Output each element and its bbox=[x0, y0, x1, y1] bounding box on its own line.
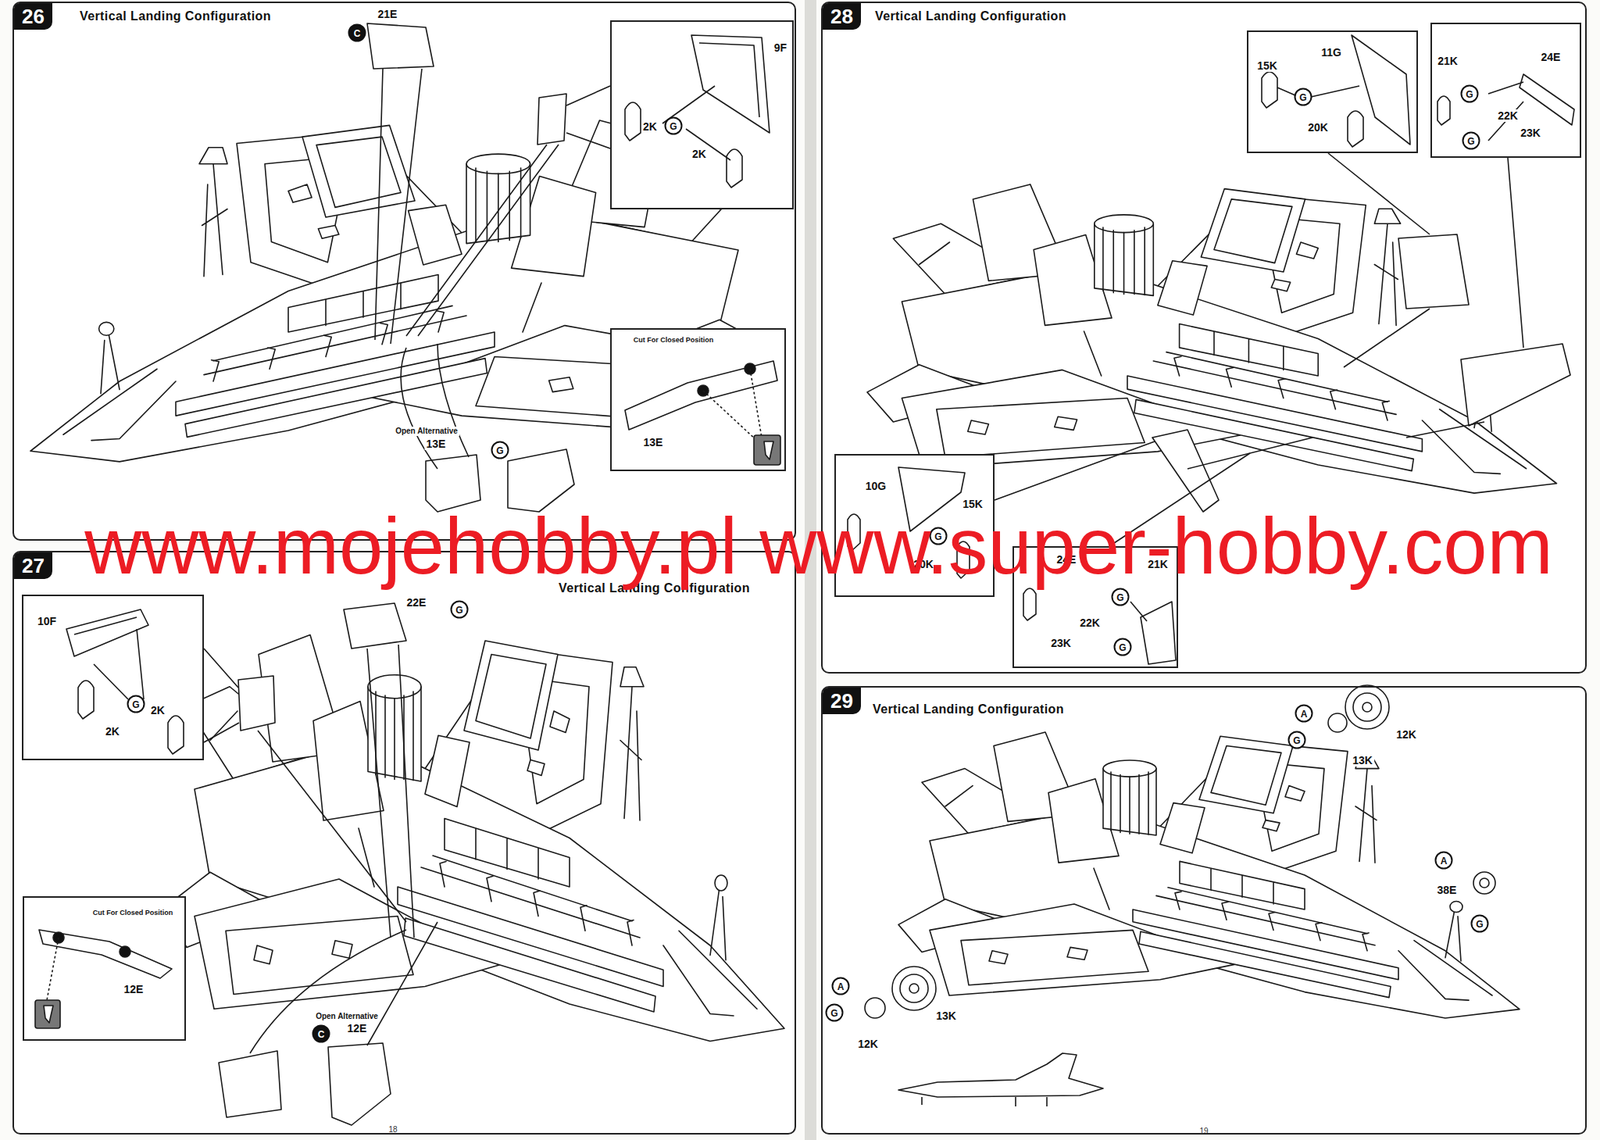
note-text: Open Alternative bbox=[314, 1011, 380, 1022]
assembly-letter: A bbox=[1435, 851, 1454, 870]
step-title: Vertical Landing Configuration bbox=[872, 703, 1065, 716]
assembly-letter: G bbox=[1288, 731, 1307, 750]
assembly-letter: G bbox=[1114, 638, 1133, 657]
part-number: 12K bbox=[1394, 728, 1418, 741]
part-number: 13K bbox=[934, 1009, 958, 1022]
part-number: 13E bbox=[425, 437, 448, 450]
part-number: 12E bbox=[122, 982, 146, 996]
page-number: 19 bbox=[1199, 1127, 1208, 1136]
step-number: 26 bbox=[14, 3, 53, 30]
step-panel: 29Vertical Landing Configuration bbox=[821, 685, 1587, 1135]
part-number: 10G bbox=[864, 479, 888, 493]
assembly-letter: G bbox=[1294, 88, 1313, 107]
assembly-letter: G bbox=[1462, 132, 1481, 150]
assembly-letter: G bbox=[1471, 914, 1490, 933]
detail-inset: 10FG2K2K bbox=[21, 594, 204, 761]
step-number: 29 bbox=[822, 687, 861, 715]
assembly-letter: C bbox=[312, 1025, 331, 1043]
part-number: 23K bbox=[1049, 636, 1073, 650]
part-number: 11G bbox=[1319, 46, 1343, 59]
step-title: Vertical Landing Configuration bbox=[875, 10, 1067, 23]
part-number: 2K bbox=[103, 725, 122, 738]
detail-inset: Cut For Closed Position 12E bbox=[22, 896, 186, 1041]
part-number: 22K bbox=[1078, 616, 1102, 629]
note-text: Open Alternative bbox=[393, 426, 460, 436]
assembly-letter: A bbox=[1295, 704, 1314, 723]
assembly-letter: G bbox=[491, 441, 510, 460]
part-number: 21K bbox=[1435, 54, 1460, 68]
detail-inset: 15K 11G G 20K bbox=[1246, 30, 1418, 154]
part-number: 24E bbox=[1539, 50, 1563, 64]
assembly-letter: G bbox=[1460, 85, 1479, 104]
part-number: 13E bbox=[642, 435, 665, 449]
part-number: 13K bbox=[1350, 753, 1375, 767]
page-number: 18 bbox=[388, 1125, 397, 1134]
detail-inset: 9F 2K G 2K bbox=[610, 20, 794, 210]
part-number: 9F bbox=[772, 41, 789, 54]
step-title: Vertical Landing Configuration bbox=[79, 10, 272, 23]
part-number: 21E bbox=[376, 7, 400, 21]
part-number: 2K bbox=[149, 703, 167, 717]
assembly-letter: G bbox=[450, 600, 469, 619]
part-number: 22E bbox=[405, 596, 429, 609]
assembly-letter: A bbox=[832, 977, 850, 996]
part-number: 12E bbox=[346, 1021, 369, 1035]
part-number: 20K bbox=[1306, 121, 1330, 134]
part-number: 15K bbox=[1255, 59, 1279, 72]
step-number: 28 bbox=[822, 3, 861, 30]
assembly-letter: C bbox=[348, 24, 367, 43]
assembly-letter: G bbox=[1111, 588, 1130, 607]
step-panel: 27Vertical Landing Configuration10FG2K2K… bbox=[12, 550, 797, 1135]
watermark: www.mojehobby.pl www.super-hobby.com bbox=[84, 506, 1554, 586]
note-text: Cut For Closed Position bbox=[632, 335, 716, 345]
assembly-letter: G bbox=[825, 1003, 844, 1022]
part-number: 22K bbox=[1496, 109, 1520, 122]
part-number: 2K bbox=[690, 147, 708, 161]
part-number: 23K bbox=[1518, 126, 1543, 140]
assembly-letter: G bbox=[127, 695, 146, 714]
part-number: 10F bbox=[35, 614, 58, 628]
assembly-letter: G bbox=[664, 117, 683, 136]
step-panel: 26 Vertical Landing Configuration 9F 2K G 2K C… bbox=[12, 1, 797, 541]
detail-inset: Cut For Closed Position 13E bbox=[610, 328, 786, 472]
note-text: Cut For Closed Position bbox=[91, 908, 175, 918]
step-number: 27 bbox=[14, 552, 53, 579]
part-number: 12K bbox=[856, 1037, 880, 1050]
part-number: 2K bbox=[641, 120, 659, 133]
part-number: 38E bbox=[1435, 883, 1459, 897]
detail-inset: 21K 24E G 22K G 23K bbox=[1430, 22, 1582, 158]
